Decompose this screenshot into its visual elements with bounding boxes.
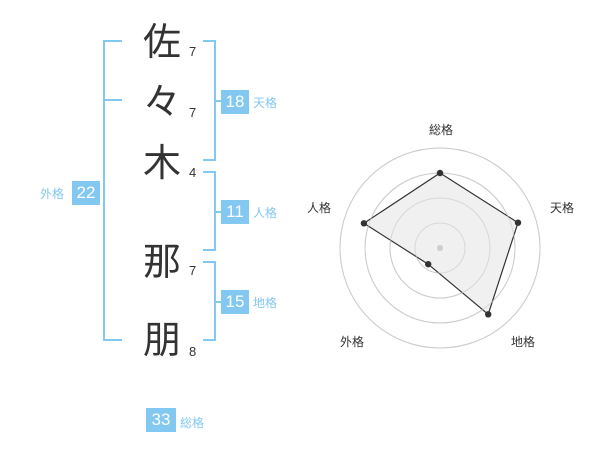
soukaku-value-badge: 33 xyxy=(146,408,176,432)
radar-point-3 xyxy=(425,261,432,268)
radar-axis-label-gaikaku: 外格 xyxy=(340,335,365,349)
stroke-count-1: 7 xyxy=(189,44,197,59)
name-char-4: 那 xyxy=(142,240,181,284)
radar-ring-overlay xyxy=(389,197,491,299)
radar-axis-label-tenkaku: 天格 xyxy=(550,201,575,215)
soukaku-label: 総格 xyxy=(180,416,205,430)
radar-ring-overlay xyxy=(414,222,466,274)
tenkaku-value-badge: 18 xyxy=(221,90,249,114)
name-char-3: 木 xyxy=(142,141,181,185)
stroke-count-4: 7 xyxy=(189,263,197,278)
chikaku-label: 地格 xyxy=(253,296,278,310)
radar-center-dot xyxy=(437,245,443,251)
jinkaku-value-badge: 11 xyxy=(221,200,249,224)
radar-point-0 xyxy=(436,169,444,177)
radar-axis-label-soukaku: 総格 xyxy=(429,123,454,137)
gaikaku-bracket xyxy=(103,40,122,341)
radar-point-2 xyxy=(485,311,492,318)
stroke-count-2: 7 xyxy=(189,105,197,120)
radar-point-4 xyxy=(360,220,368,227)
radar-axis-label-chikaku: 地格 xyxy=(511,335,536,349)
name-char-1: 佐 xyxy=(142,20,181,64)
radar-polygon xyxy=(362,172,519,316)
tenkaku-label: 天格 xyxy=(253,96,278,110)
name-char-2: 々 xyxy=(142,80,181,124)
gaikaku-label: 外格 xyxy=(40,187,65,201)
radar-axis-label-jinkaku: 人格 xyxy=(307,201,332,215)
jinkaku-label: 人格 xyxy=(253,206,278,220)
radar-point-1 xyxy=(514,219,522,226)
radar-ring-overlay xyxy=(339,147,541,349)
stroke-count-3: 4 xyxy=(189,165,197,180)
name-char-5: 朋 xyxy=(142,318,181,362)
stroke-count-5: 8 xyxy=(189,344,197,359)
chikaku-value-badge: 15 xyxy=(221,290,249,314)
gaikaku-value-badge: 22 xyxy=(72,181,100,205)
